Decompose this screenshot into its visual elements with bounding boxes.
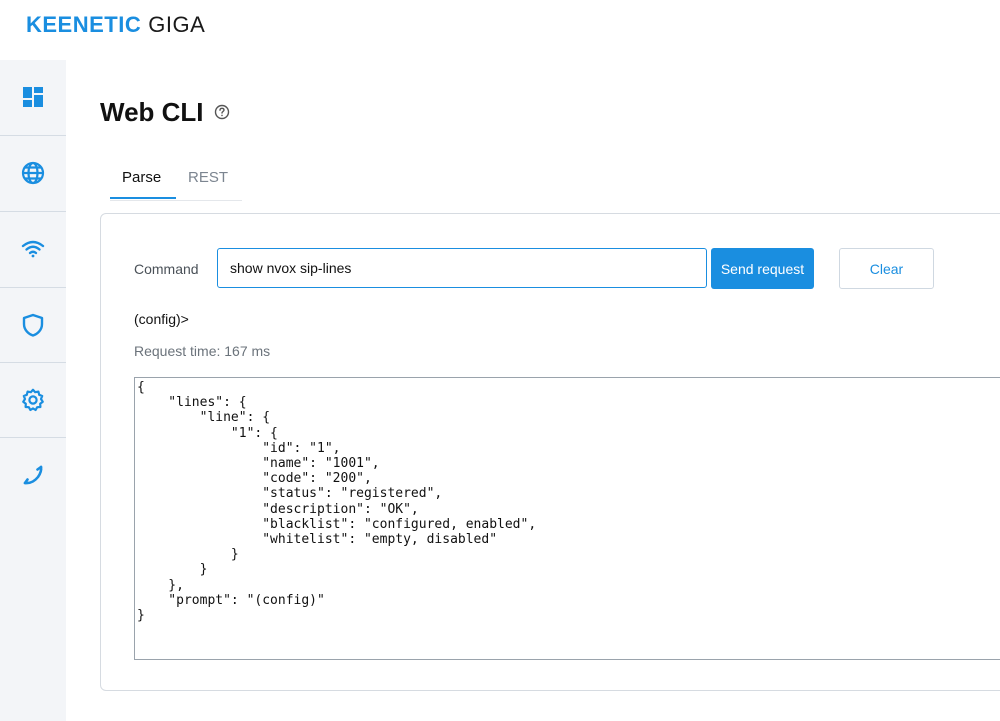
sidebar-divider bbox=[0, 211, 66, 212]
sidebar-item-wifi[interactable] bbox=[0, 212, 66, 286]
tabs: Parse REST bbox=[110, 160, 242, 201]
help-circle-icon[interactable] bbox=[214, 104, 230, 120]
sidebar-divider bbox=[0, 362, 66, 363]
command-input[interactable] bbox=[217, 248, 707, 288]
sidebar-divider bbox=[0, 287, 66, 288]
logo-model: GIGA bbox=[148, 12, 206, 37]
tab-parse[interactable]: Parse bbox=[122, 169, 162, 186]
wifi-icon bbox=[21, 240, 45, 258]
sidebar-item-security[interactable] bbox=[0, 288, 66, 362]
phone-icon bbox=[23, 465, 43, 485]
clear-button[interactable]: Clear bbox=[839, 248, 934, 289]
page-title: Web CLI bbox=[100, 97, 204, 127]
cli-prompt: (config)> bbox=[134, 311, 189, 327]
tab-rest[interactable]: REST bbox=[188, 169, 229, 186]
command-label: Command bbox=[134, 261, 199, 277]
request-time: Request time: 167 ms bbox=[134, 343, 271, 359]
sidebar-item-internet[interactable] bbox=[0, 136, 66, 210]
cli-panel: Command Send request Clear (config)> Req… bbox=[100, 213, 1000, 691]
active-tab-indicator bbox=[110, 197, 176, 199]
main-content: Web CLI Parse REST Command Send request … bbox=[66, 60, 1000, 721]
sidebar-divider bbox=[0, 135, 66, 136]
globe-icon bbox=[21, 161, 45, 185]
sidebar bbox=[0, 60, 67, 721]
sidebar-item-dashboard[interactable] bbox=[0, 60, 66, 134]
send-request-button[interactable]: Send request bbox=[711, 248, 814, 289]
dashboard-icon bbox=[23, 87, 43, 107]
gear-icon bbox=[22, 388, 44, 412]
sidebar-item-telephony[interactable] bbox=[0, 438, 66, 512]
sidebar-divider bbox=[0, 437, 66, 438]
shield-icon bbox=[22, 313, 44, 337]
response-output[interactable]: { "lines": { "line": { "1": { "id": "1",… bbox=[134, 377, 1000, 660]
logo-brand: KEENETIC bbox=[26, 12, 142, 37]
sidebar-item-settings[interactable] bbox=[0, 363, 66, 437]
